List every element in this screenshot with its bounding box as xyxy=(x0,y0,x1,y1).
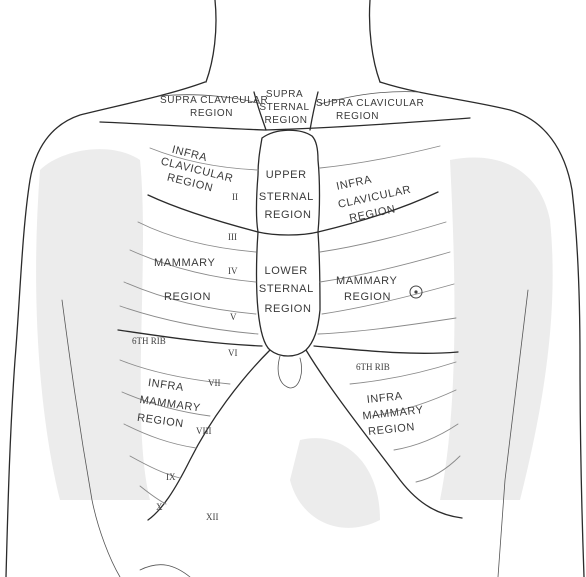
supra-clavicular-left-label: SUPRA CLAVICULAR REGION xyxy=(160,95,272,119)
nipple-marker xyxy=(410,286,422,298)
rib-label-vii: VII xyxy=(208,378,221,388)
supra-clavicular-right-label: SUPRA CLAVICULAR REGION xyxy=(316,98,428,122)
lower-sternal-label: LOWER STERNAL REGION xyxy=(259,265,317,315)
mammary-left-label: MAMMARY REGION xyxy=(154,257,219,303)
infra-mammary-right-label: INFRA MAMMARY REGION xyxy=(360,388,429,439)
rib-label-xii: XII xyxy=(206,512,219,522)
rib-label-v: V xyxy=(230,312,237,322)
rib-label-ii: II xyxy=(232,192,238,202)
rib-label-iv: IV xyxy=(228,266,238,276)
neck-outline xyxy=(206,0,380,82)
infra-clavicular-left-label: INFRA CLAVICULAR REGION xyxy=(156,142,241,200)
sixth-rib-left-label: 6TH RIB xyxy=(132,336,166,346)
infra-clavicular-right-label: INFRA CLAVICULAR REGION xyxy=(333,165,419,226)
rib-label-vi: VI xyxy=(228,348,238,358)
supra-sternal-label: SUPRA STERNAL REGION xyxy=(259,89,312,126)
rib-label-x: X xyxy=(156,502,163,512)
mammary-right-label: MAMMARY REGION xyxy=(336,275,401,303)
upper-sternal-label: UPPER STERNAL REGION xyxy=(259,169,317,221)
region-labels: SUPRA CLAVICULAR REGION SUPRA STERNAL RE… xyxy=(136,89,429,438)
rib-label-ix: IX xyxy=(166,472,176,482)
rib-label-iii: III xyxy=(228,232,237,242)
sternum-outline xyxy=(257,130,321,356)
infra-mammary-left-label: INFRA MAMMARY REGION xyxy=(136,376,207,433)
torso-shading xyxy=(36,149,553,528)
rib-label-viii: VIII xyxy=(196,426,212,436)
sixth-rib-right-label: 6TH RIB xyxy=(356,362,390,372)
